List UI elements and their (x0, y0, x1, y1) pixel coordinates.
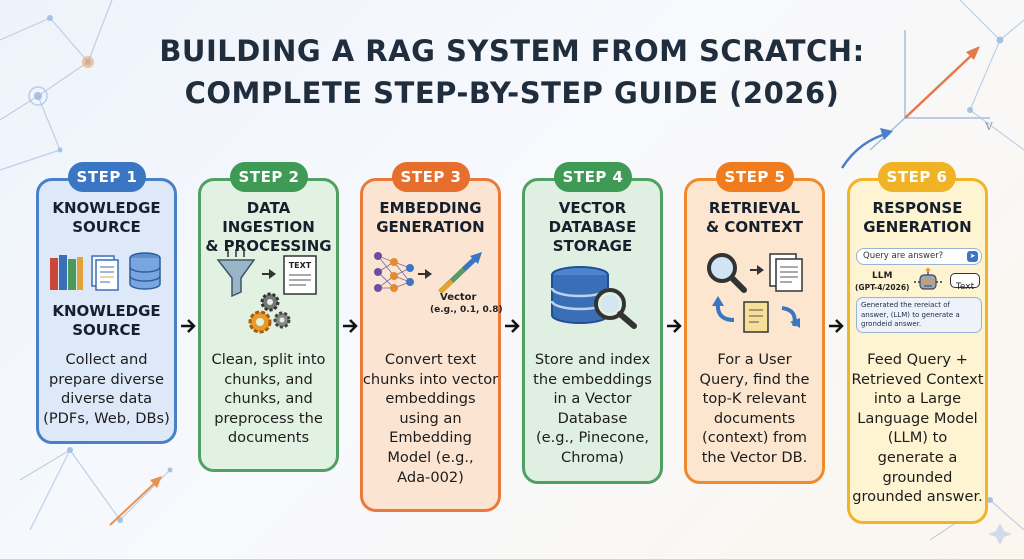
arrow-right-icon (181, 319, 196, 333)
answer-line: Generated the rereiact of (861, 301, 950, 309)
arrow-right-icon (343, 319, 358, 333)
step-6-badge: STEP 6 (878, 162, 956, 192)
step-2-badge: STEP 2 (230, 162, 308, 192)
text-doc-label: TEXT (289, 261, 312, 270)
vector-label: Vector (440, 292, 477, 303)
text-output-badge: Text (950, 273, 980, 292)
step-4-card (522, 178, 663, 484)
step-1-badge: STEP 1 (68, 162, 146, 192)
step-4-heading: VECTOR DATABASE STORAGE (548, 199, 637, 255)
llm-model-label: (GPT-4/2026) (855, 283, 910, 292)
step-3-badge: STEP 3 (392, 162, 470, 192)
step-1-subheading: KNOWLEDGE SOURCE (52, 302, 161, 339)
robot-icon (914, 268, 942, 290)
llm-label: LLM (872, 271, 893, 281)
query-placeholder: Query are answer? (863, 251, 944, 261)
arrow-right-icon (829, 319, 844, 333)
step-5-badge: STEP 5 (716, 162, 794, 192)
step-5-heading: RETRIEVAL & CONTEXT (706, 199, 803, 236)
step-3-description: Convert text chunks into vector embeddin… (362, 351, 499, 486)
title-line-2: COMPLETE STEP-BY-STEP GUIDE (2026) (184, 76, 840, 110)
answer-line: answer, (LLM) to generate a (861, 310, 960, 319)
send-icon: ➤ (967, 251, 978, 262)
arrow-right-icon (667, 319, 682, 333)
funnel-gears-icon: TEXT (216, 249, 317, 334)
step-5-description: For a User Query, find the top-K relevan… (699, 351, 810, 466)
search-documents-icon (707, 253, 803, 333)
answer-line: grondeid answer. (861, 320, 922, 328)
step-3-heading: EMBEDDING GENERATION (376, 199, 485, 236)
step-1-description: Collect and prepare diverse diverse data… (43, 351, 170, 427)
step-2-heading: DATA INGESTION & PROCESSING (205, 199, 332, 255)
vector-example: (e.g., 0.1, 0.8) (430, 305, 503, 315)
step-4-badge: STEP 4 (554, 162, 632, 192)
svg-text:v: v (984, 118, 993, 134)
page-title: BUILDING A RAG SYSTEM FROM SCRATCH: COMP… (0, 30, 1024, 114)
step-2-card (198, 178, 339, 472)
step-4-description: Store and index the embeddings in a Vect… (533, 351, 652, 466)
arrow-right-icon (505, 319, 520, 333)
step-2-description: Clean, split into chunks, and chunks, an… (211, 351, 326, 447)
step-6-description: Feed Query + Retrieved Context into a La… (851, 351, 984, 506)
step-1-heading: KNOWLEDGE SOURCE (52, 199, 161, 236)
step-6-heading: RESPONSE GENERATION (863, 199, 972, 236)
query-input: Query are answer? ➤ (856, 248, 982, 265)
step-6-card (847, 178, 988, 524)
answer-bubble: Generated the rereiact of answer, (LLM) … (856, 297, 982, 333)
title-line-1: BUILDING A RAG SYSTEM FROM SCRATCH: (159, 34, 865, 68)
books-documents-database-icon (50, 252, 161, 291)
neural-network-vector-icon (374, 252, 482, 294)
database-magnifier-icon (550, 266, 637, 329)
